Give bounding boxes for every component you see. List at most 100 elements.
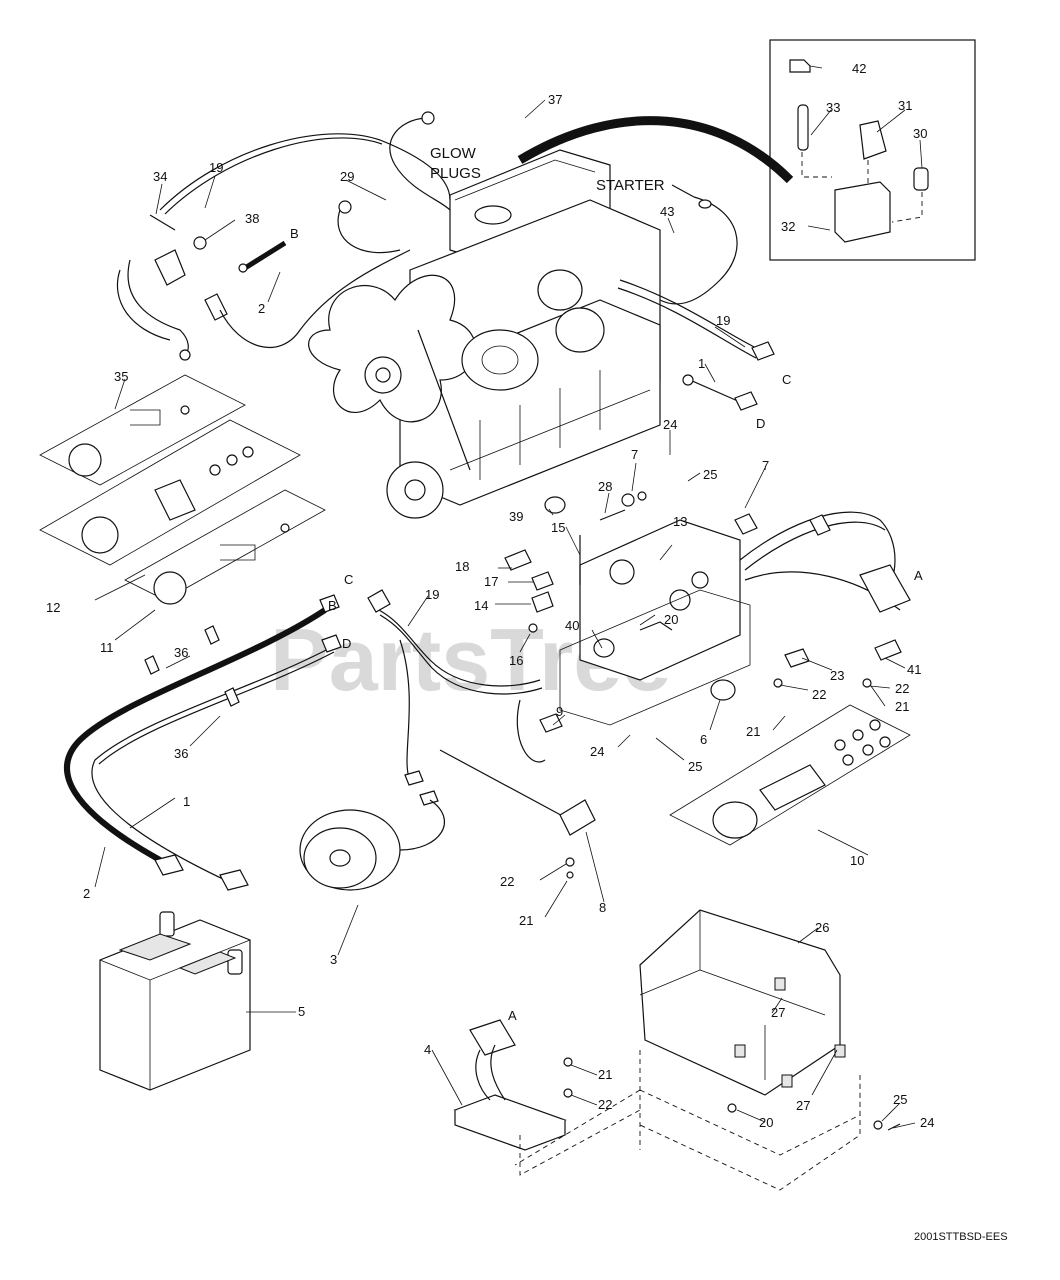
callout-20-bottom: 20 (759, 1115, 773, 1130)
callout-41: 41 (907, 662, 921, 677)
starter-label: STARTER (596, 177, 665, 194)
callout-2-left: 2 (83, 886, 90, 901)
callout-26: 26 (815, 920, 829, 935)
gauge-kit-35 (39, 374, 246, 486)
callout-25-top: 25 (703, 467, 717, 482)
connector-d-label-right: D (756, 416, 765, 431)
callout-23: 23 (830, 668, 844, 683)
pto-clutch-3 (299, 809, 401, 891)
callout-21-far: 21 (895, 699, 909, 714)
callout-5: 5 (298, 1004, 305, 1019)
callout-2-top: 2 (258, 301, 265, 316)
battery-cable-1 (91, 647, 331, 881)
callout-25-mid: 25 (688, 759, 702, 774)
mount-bracket-26 (639, 909, 846, 1096)
battery-5 (99, 911, 251, 1091)
connector-d-label-left: D (342, 636, 351, 651)
callout-37: 37 (548, 92, 562, 107)
callout-18: 18 (455, 559, 469, 574)
connector-c-label-mid: C (344, 572, 353, 587)
callout-19-mid: 19 (425, 587, 439, 602)
callout-7-right: 7 (762, 458, 769, 473)
callout-33: 33 (826, 100, 840, 115)
callout-1-left: 1 (183, 794, 190, 809)
inset-panel (769, 39, 976, 261)
callout-32: 32 (781, 219, 795, 234)
callout-10: 10 (850, 853, 864, 868)
callout-1-top: 1 (698, 356, 705, 371)
callout-42: 42 (852, 61, 866, 76)
callout-6: 6 (700, 732, 707, 747)
callout-17: 17 (484, 574, 498, 589)
callout-34: 34 (153, 169, 167, 184)
callout-27-top: 27 (771, 1005, 785, 1020)
callout-numbers: 42 33 31 30 32 37 29 43 34 19 38 2 19 1 … (46, 61, 934, 1130)
inset-pointer-arrow (517, 116, 794, 184)
callout-24-top: 24 (663, 417, 677, 432)
callout-31: 31 (898, 98, 912, 113)
callout-22-bottom: 22 (598, 1097, 612, 1112)
callout-3: 3 (330, 952, 337, 967)
rod-8 (439, 749, 571, 821)
connector-c-label-right: C (782, 372, 791, 387)
callout-11: 11 (100, 640, 114, 655)
glow-plug-wire (389, 117, 451, 211)
callout-28: 28 (598, 479, 612, 494)
callout-9: 9 (556, 704, 563, 719)
callout-40: 40 (565, 618, 579, 633)
battery-cable-2 (64, 607, 327, 863)
callout-24-bottom: 24 (920, 1115, 934, 1130)
callout-21-right: 21 (746, 724, 760, 739)
callout-15: 15 (551, 520, 565, 535)
callout-12: 12 (46, 600, 60, 615)
connector-a-label-bottom: A (508, 1008, 517, 1023)
callout-8: 8 (599, 900, 606, 915)
callout-13: 13 (673, 514, 687, 529)
switch-30-icon (913, 167, 929, 191)
callout-14: 14 (474, 598, 488, 613)
wire-harness-19-mid (374, 607, 541, 687)
connector-b-label-top: B (290, 226, 299, 241)
dash-panel-13 (559, 519, 751, 726)
callout-21-bottom: 21 (598, 1067, 612, 1082)
callout-24-mid: 24 (590, 744, 604, 759)
callout-27-bottom: 27 (796, 1098, 810, 1113)
starter-motor-icon (555, 307, 605, 353)
callout-36-bottom: 36 (174, 746, 188, 761)
relay-box-32-icon (834, 181, 891, 243)
module-4 (453, 1019, 567, 1151)
callout-30: 30 (913, 126, 927, 141)
callout-19-top: 19 (209, 160, 223, 175)
callout-25-bottom: 25 (893, 1092, 907, 1107)
callout-19-right: 19 (716, 313, 730, 328)
alternator-icon (461, 329, 539, 391)
callout-38: 38 (245, 211, 259, 226)
cooling-fan-icon (308, 274, 477, 423)
callout-7-left: 7 (631, 447, 638, 462)
switch-31-icon (859, 120, 887, 160)
callout-22-far: 22 (895, 681, 909, 696)
wire-harness-19-top (159, 133, 451, 211)
callout-22-mid: 22 (500, 874, 514, 889)
callout-21-mid: 21 (519, 913, 533, 928)
callout-39: 39 (509, 509, 523, 524)
connector-b-label-left: B (328, 598, 337, 613)
gauge-kit-11 (124, 489, 326, 605)
callout-20-top: 20 (664, 612, 678, 627)
callout-29: 29 (340, 169, 354, 184)
callout-4: 4 (424, 1042, 431, 1057)
sensor-42-icon (789, 59, 811, 73)
callout-22-right: 22 (812, 687, 826, 702)
leader-lines (94, 65, 923, 1129)
sensor-33-icon (797, 104, 809, 151)
callout-16: 16 (509, 653, 523, 668)
control-kit-10 (669, 704, 911, 846)
callout-35: 35 (114, 369, 128, 384)
gauge-kit-12 (39, 419, 301, 566)
connector-a-label-top: A (914, 568, 923, 583)
glow-label-line-1: GLOW (430, 145, 477, 162)
callout-36-top: 36 (174, 645, 188, 660)
callout-43: 43 (660, 204, 674, 219)
